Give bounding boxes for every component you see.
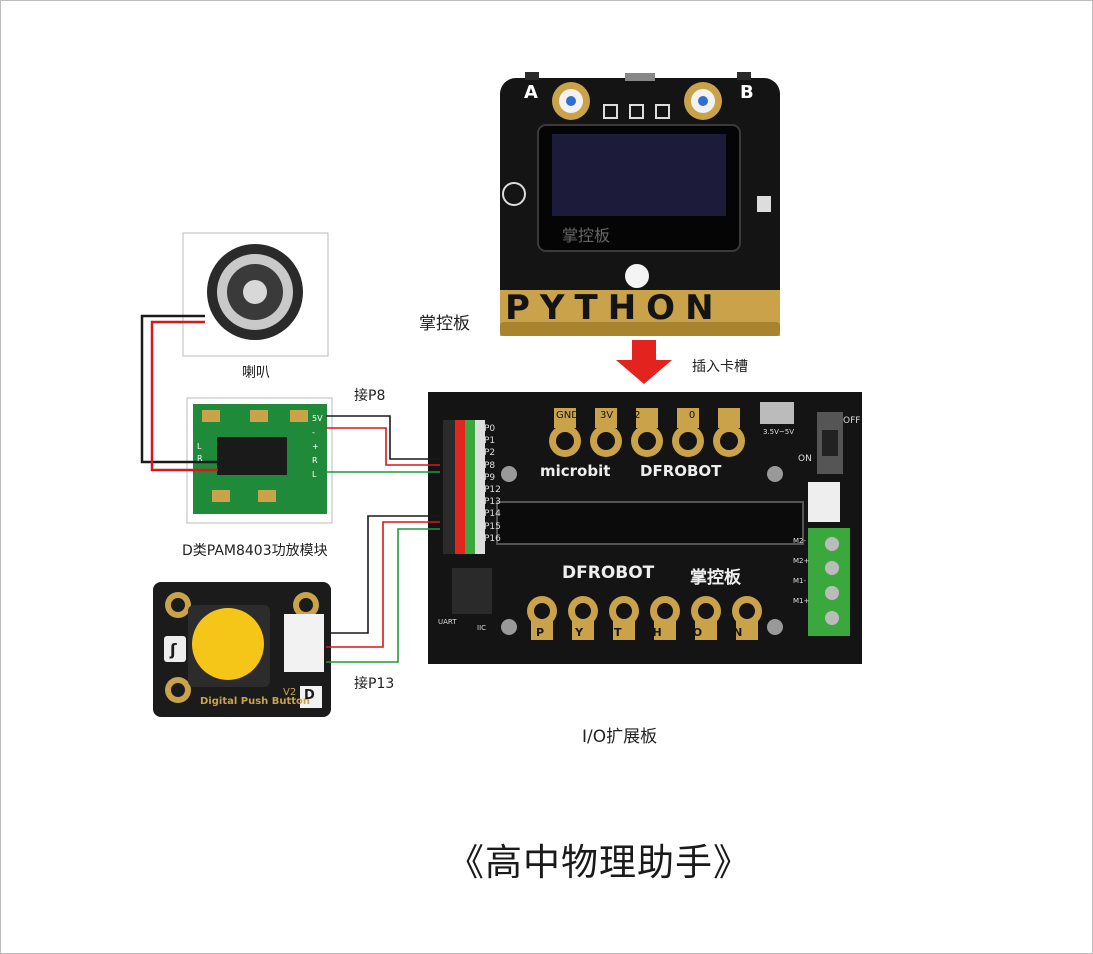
switch-on-label: ON — [798, 454, 812, 464]
connect-p13-label: 接P13 — [354, 676, 395, 692]
speaker — [182, 232, 329, 357]
button-module-caption: Digital Push Button — [200, 696, 311, 707]
pin-label: P9 — [484, 472, 496, 483]
screen-logo: 掌控板 — [562, 226, 611, 245]
pad-gnd: GND — [556, 410, 579, 421]
edge-pad-label: Y — [575, 626, 584, 639]
button-b-label: B — [740, 82, 754, 103]
motor-label: M2+ — [793, 557, 810, 565]
bottom-pads — [527, 596, 762, 640]
amp-pin: 5V — [312, 414, 323, 423]
wire-button-black — [326, 515, 440, 634]
button-a — [552, 82, 590, 120]
microbit-brand: microbit — [540, 462, 611, 480]
speaker-label: 喇叭 — [242, 365, 270, 381]
pin-label: P8 — [484, 460, 496, 471]
dfrobot-brand-top: DFROBOT — [640, 462, 722, 480]
python-pad-labels: P Y T H O N — [536, 626, 742, 639]
io-expansion-board — [428, 392, 862, 664]
python-brand-word: PYTHON — [505, 288, 724, 328]
pin-label: P15 — [484, 521, 501, 532]
light-sensor — [625, 264, 649, 288]
wire-button-green — [326, 528, 440, 663]
button-a-label: A — [524, 82, 538, 103]
motor-label: M2- — [793, 537, 807, 545]
edge-pad-label: T — [614, 626, 622, 639]
controller-label: 掌控板 — [419, 314, 470, 334]
controller-brand-bottom: 掌控板 — [690, 568, 741, 588]
edge-pad-label: H — [652, 626, 662, 639]
uart-label: UART — [438, 618, 457, 626]
iic-label: IIC — [477, 624, 487, 632]
edge-pad-label: O — [692, 626, 703, 639]
pad-0: 0 — [688, 410, 696, 421]
motor-label: M1+ — [793, 597, 810, 605]
pin-label: P12 — [484, 485, 501, 496]
pad-3v: 3V — [599, 410, 614, 421]
button-b — [684, 82, 722, 120]
wire-amp-black — [326, 415, 440, 460]
power-range-label: 3.5V~5V — [763, 428, 795, 436]
insert-arrow — [616, 340, 672, 384]
wire-amp-red — [326, 427, 440, 466]
push-button-module — [153, 582, 331, 717]
wire-speaker-black — [140, 314, 218, 464]
edge-pad-label: P — [536, 626, 545, 639]
amp-pin: R — [312, 456, 318, 465]
connect-p8-label: 接P8 — [354, 388, 386, 404]
amp-pin-l: L — [197, 442, 202, 451]
pin-label: P13 — [484, 497, 501, 508]
motor-labels: M2- M2+ M1- M1+ — [793, 537, 809, 605]
pin-label: P1 — [484, 436, 496, 447]
switch-off-label: OFF — [843, 416, 861, 426]
pin-labels: P0 P1 P2 P8 P9 P12 P13 P14 P15 P16 — [484, 424, 501, 545]
amp-pin: + — [312, 442, 319, 451]
io-board-label: I/O扩展板 — [582, 727, 658, 747]
amp-right-pins: 5V - + R L — [312, 414, 323, 480]
pad-2: 2 — [634, 410, 641, 421]
wire-button-red — [326, 521, 440, 648]
top-pad-labels: GND 3V 2 1 0 — [556, 410, 695, 421]
button-module-version: V2 — [283, 687, 297, 698]
amp-pin: - — [312, 428, 315, 437]
pin-label: P14 — [484, 509, 501, 520]
pin-label: P0 — [484, 424, 496, 434]
amp-module-label: D类PAM8403功放模块 — [182, 543, 328, 559]
edge-pad-label: N — [733, 626, 743, 639]
wire-speaker-red — [150, 320, 218, 472]
top-pads — [549, 408, 745, 457]
amp-pin-r: R — [197, 454, 203, 463]
motor-label: M1- — [793, 577, 807, 585]
button-module-icon: ʃ — [170, 640, 177, 659]
pin-label: P2 — [484, 448, 496, 459]
controller-board — [500, 72, 780, 336]
amp-pin: L — [312, 470, 317, 479]
dfrobot-brand-bottom: DFROBOT — [562, 563, 655, 583]
button-module-badge: D — [304, 688, 315, 703]
insert-slot-label: 插入卡槽 — [692, 359, 748, 375]
pad-1: 1 — [661, 410, 668, 421]
pin-label: P16 — [484, 533, 501, 544]
page-title: 《高中物理助手》 — [447, 841, 751, 884]
amp-module — [186, 397, 333, 524]
